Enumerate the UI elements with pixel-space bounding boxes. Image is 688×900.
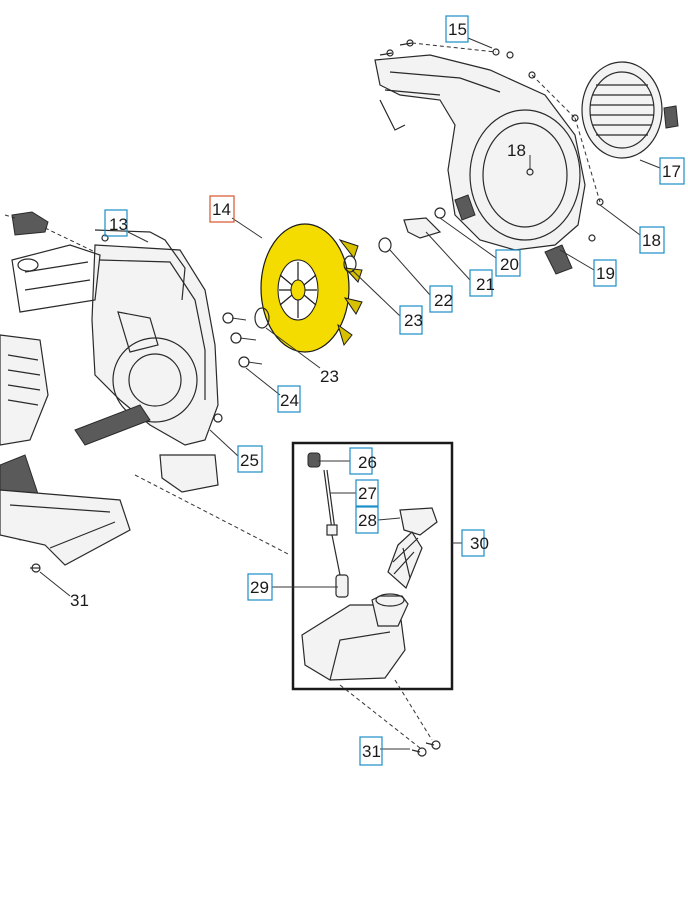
callout-30: 30 <box>461 529 489 557</box>
svg-text:29: 29 <box>250 578 269 597</box>
fuel-tank-detail-frame <box>291 441 454 691</box>
svg-text:25: 25 <box>240 451 259 470</box>
top-screws <box>379 39 604 242</box>
callout-28: 28 <box>355 506 379 534</box>
callout-15: 15 <box>445 15 469 43</box>
callout-25: 25 <box>237 445 263 473</box>
svg-text:24: 24 <box>280 391 299 410</box>
svg-text:20: 20 <box>500 255 519 274</box>
callout-19: 19 <box>593 259 617 287</box>
svg-text:22: 22 <box>434 291 453 310</box>
fan-hardware <box>222 255 357 368</box>
callout-29: 29 <box>247 573 273 601</box>
callout-21: 21 <box>469 269 495 297</box>
callout-13: 13 <box>104 209 128 237</box>
assembly-lines <box>4 214 291 556</box>
svg-text:14: 14 <box>212 200 231 219</box>
svg-text:26: 26 <box>358 453 377 472</box>
svg-text:23: 23 <box>320 367 339 386</box>
left-housing <box>0 211 223 566</box>
svg-text:15: 15 <box>448 20 467 39</box>
svg-text:17: 17 <box>662 162 681 181</box>
callout-27: 27 <box>355 479 379 507</box>
callout-17: 17 <box>659 157 685 185</box>
svg-text:18: 18 <box>507 141 526 160</box>
svg-text:18: 18 <box>642 231 661 250</box>
bracket-parts <box>378 207 446 253</box>
svg-text:27: 27 <box>358 484 377 503</box>
callout-31-plain: 31 <box>70 591 89 610</box>
callout-22: 22 <box>429 285 453 313</box>
callout-26: 26 <box>349 447 377 475</box>
svg-text:31: 31 <box>362 742 381 761</box>
bottom-screws <box>30 563 441 757</box>
svg-text:31: 31 <box>70 591 89 610</box>
callout-18-plain: 18 <box>507 141 526 160</box>
svg-text:19: 19 <box>596 264 615 283</box>
callout-labels: 13 14 15 17 18 18 19 20 <box>70 15 685 766</box>
callout-23-plain: 23 <box>320 367 339 386</box>
svg-text:28: 28 <box>358 511 377 530</box>
callout-24: 24 <box>277 385 301 413</box>
callout-18-boxed: 18 <box>639 226 665 254</box>
fuel-tank-assembly <box>301 452 438 681</box>
svg-text:13: 13 <box>109 215 128 234</box>
svg-text:30: 30 <box>470 534 489 553</box>
intake-grille <box>581 61 679 159</box>
fan-impeller <box>260 223 363 353</box>
callout-23-boxed: 23 <box>399 305 423 335</box>
volute-housing <box>374 54 586 275</box>
svg-text:23: 23 <box>404 311 423 330</box>
callout-31-boxed: 31 <box>359 736 383 766</box>
leader-lines <box>39 37 661 750</box>
callout-20: 20 <box>495 249 521 277</box>
callout-14: 14 <box>209 195 235 223</box>
svg-text:21: 21 <box>476 275 495 294</box>
